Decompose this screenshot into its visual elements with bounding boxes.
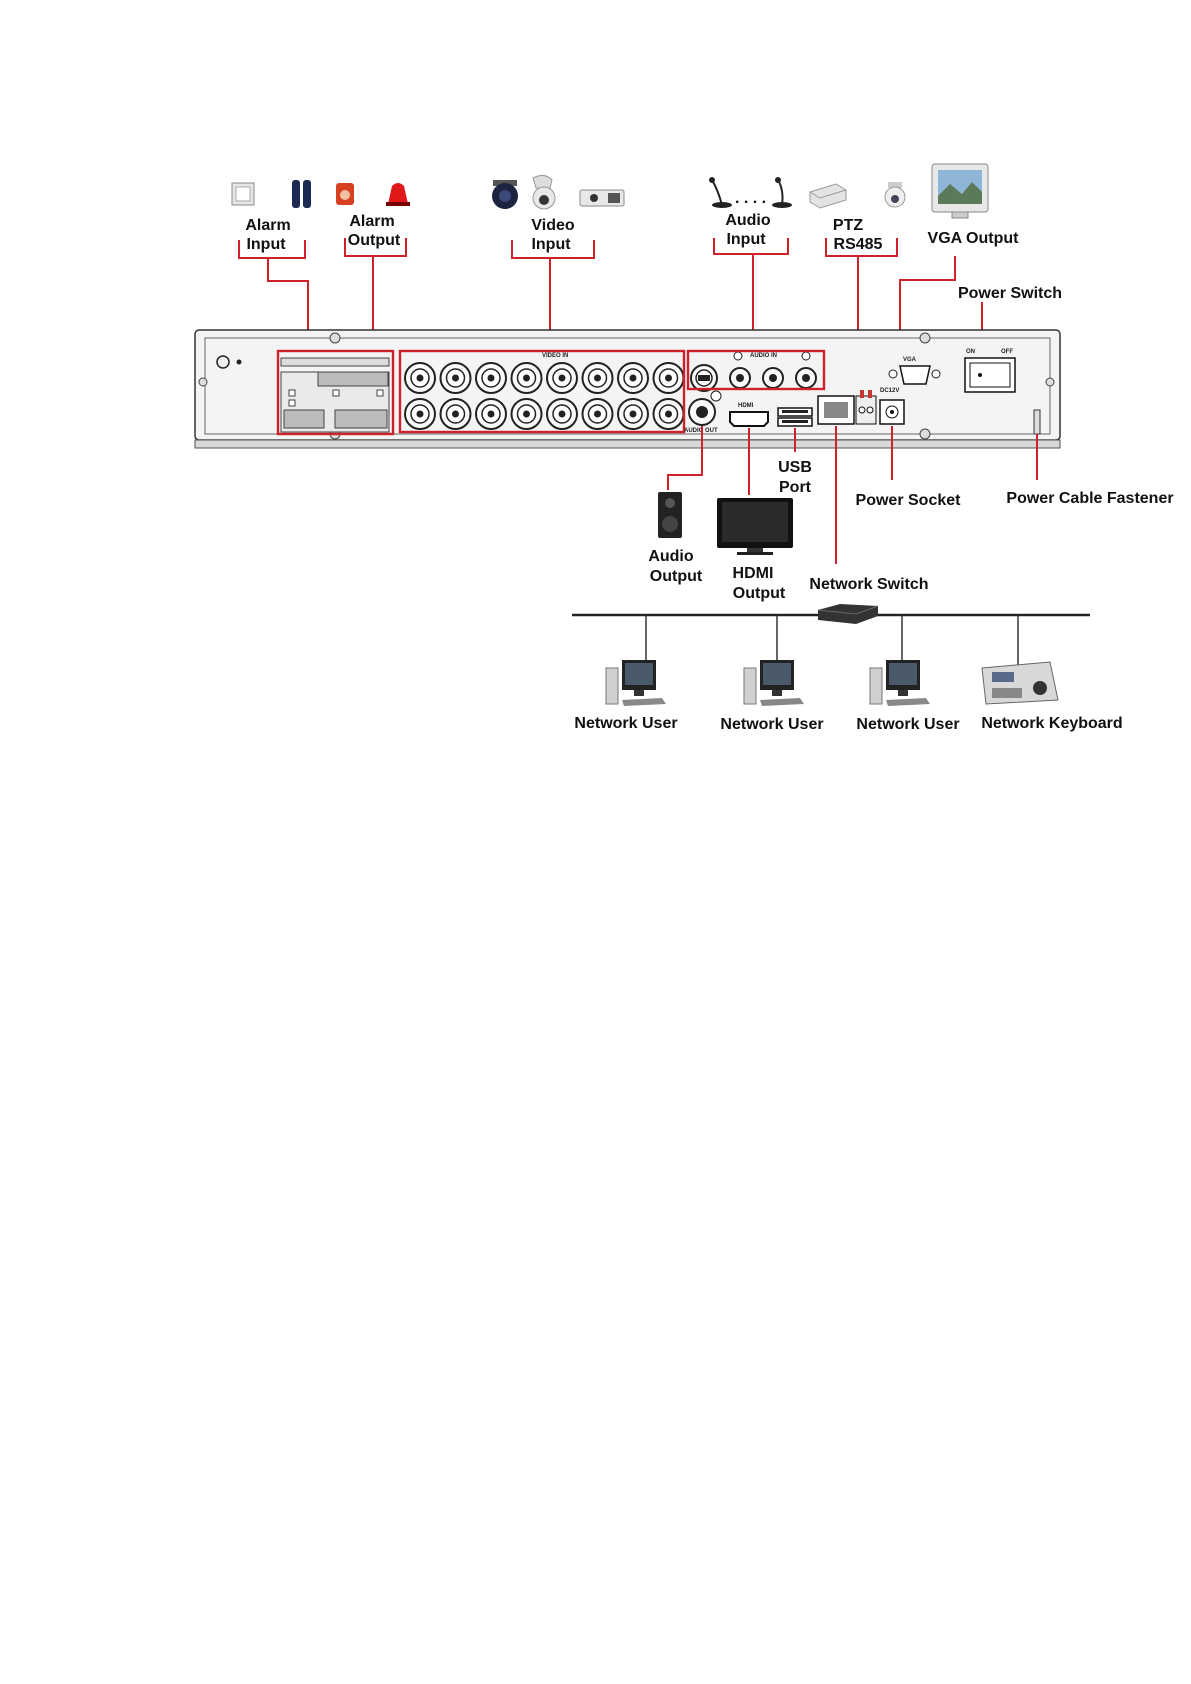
label-power-cable-fastener: Power Cable Fastener — [1006, 490, 1173, 507]
dvr-rear-panel: VIDEO IN AUDIO IN AUDIO OUT HDMI — [195, 330, 1060, 448]
network-users — [606, 660, 930, 706]
network-switch-icon — [818, 604, 878, 624]
bnc-connector — [441, 399, 471, 429]
dome-camera-icon — [492, 180, 518, 209]
box-camera-icon — [580, 190, 624, 206]
label-power-socket: Power Socket — [856, 492, 962, 509]
label-network-user-1: Network User — [574, 715, 677, 732]
label-vga-output: VGA Output — [928, 230, 1020, 247]
label-ptz-2: RS485 — [834, 236, 883, 253]
bnc-connector — [512, 363, 542, 393]
vga-monitor-icon — [932, 164, 988, 218]
label-audio-output-2: Output — [650, 568, 703, 585]
label-audio-output-1: Audio — [648, 548, 694, 565]
svg-text:. . . .: . . . . — [735, 190, 766, 207]
panel-on-label: ON — [966, 349, 975, 355]
panel-video-in-label: VIDEO IN — [542, 353, 568, 359]
desktop-pc-icon — [744, 660, 804, 706]
bnc-connector — [405, 399, 435, 429]
label-alarm-output-2: Output — [348, 232, 401, 249]
label-alarm-output-1: Alarm — [349, 213, 394, 230]
label-video-input-2: Input — [531, 236, 571, 253]
label-network-keyboard: Network Keyboard — [981, 715, 1122, 732]
label-ptz-1: PTZ — [833, 217, 863, 234]
speed-dome-icon — [885, 182, 905, 207]
network-bus — [572, 615, 1090, 665]
audio-out-connector — [689, 399, 715, 425]
label-alarm-input-1: Alarm — [245, 217, 290, 234]
bnc-connector — [654, 399, 684, 429]
label-audio-input-1: Audio — [725, 212, 771, 229]
label-alarm-input-2: Input — [246, 236, 286, 253]
ptz-camera-icon — [533, 175, 555, 209]
label-network-user-3: Network User — [856, 716, 959, 733]
label-video-input-1: Video — [531, 217, 575, 234]
bnc-connector — [405, 363, 435, 393]
label-usb-port-1: USB — [778, 459, 812, 476]
desktop-pc-icon — [870, 660, 930, 706]
beam-detector-icon — [292, 180, 311, 208]
bnc-connector — [583, 399, 613, 429]
power-switch — [965, 358, 1015, 392]
bnc-connector — [547, 399, 577, 429]
desktop-pc-icon — [606, 660, 666, 706]
rj45-port — [818, 396, 854, 424]
panel-off-label: OFF — [1001, 349, 1013, 355]
label-power-switch: Power Switch — [958, 285, 1062, 302]
panel-audio-in-label: AUDIO IN — [750, 353, 777, 359]
door-sensor-icon — [232, 183, 254, 205]
network-keyboard-icon — [982, 662, 1058, 704]
bnc-connector — [654, 363, 684, 393]
bnc-connector — [441, 363, 471, 393]
speaker-icon — [658, 492, 682, 538]
label-network-switch: Network Switch — [809, 576, 928, 593]
bnc-connector — [547, 363, 577, 393]
label-hdmi-output-1: HDMI — [733, 565, 774, 582]
hdmi-port — [730, 412, 768, 426]
panel-hdmi-label: HDMI — [738, 403, 754, 409]
panel-dc-label: DC12V — [880, 388, 899, 394]
alarm-siren-icon — [336, 183, 410, 206]
panel-vga-label: VGA — [903, 357, 917, 363]
label-usb-port-2: Port — [779, 479, 812, 496]
hdmi-tv-icon — [717, 498, 793, 555]
bnc-connector — [618, 363, 648, 393]
bnc-connector — [512, 399, 542, 429]
microphone-icon: . . . . — [709, 177, 792, 208]
bnc-connector — [476, 399, 506, 429]
power-cable-fastener — [1034, 410, 1040, 434]
bnc-connector — [583, 363, 613, 393]
label-hdmi-output-2: Output — [733, 585, 786, 602]
bnc-connector — [618, 399, 648, 429]
label-network-user-2: Network User — [720, 716, 823, 733]
ptz-decoder-icon — [810, 184, 846, 208]
power-socket — [880, 400, 904, 424]
bnc-connector — [476, 363, 506, 393]
label-audio-input-2: Input — [726, 231, 766, 248]
